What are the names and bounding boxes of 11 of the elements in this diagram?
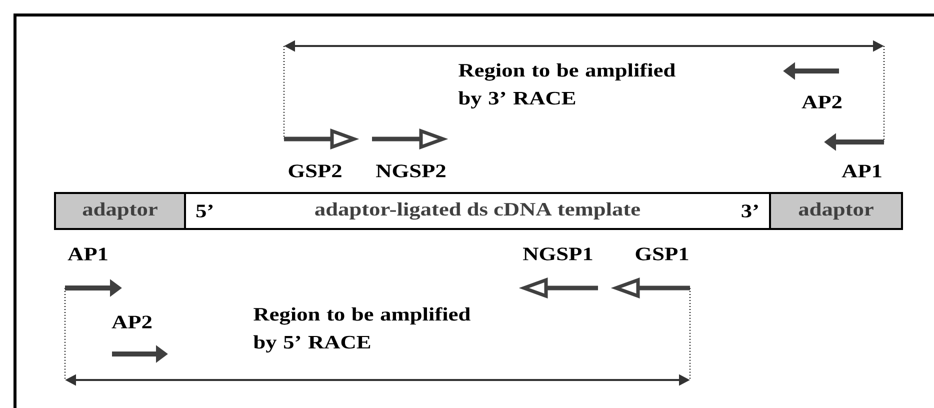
primer-label: GSP1 (636, 248, 688, 260)
primer-label: AP2 (802, 96, 842, 108)
primer-label: AP1 (68, 248, 108, 260)
region-label: Region to be amplified by 3’ RACE (458, 63, 676, 108)
primer-label: AP2 (112, 316, 152, 328)
strand-end-label: 3’ (742, 204, 758, 218)
primer-label: NGSP1 (523, 248, 592, 260)
strand-end-label: 5’ (196, 204, 213, 218)
region-label: Region to be amplified by 5’ RACE (253, 307, 470, 352)
adaptor-box: adaptor (769, 192, 903, 230)
adaptor-box: adaptor (54, 192, 186, 230)
